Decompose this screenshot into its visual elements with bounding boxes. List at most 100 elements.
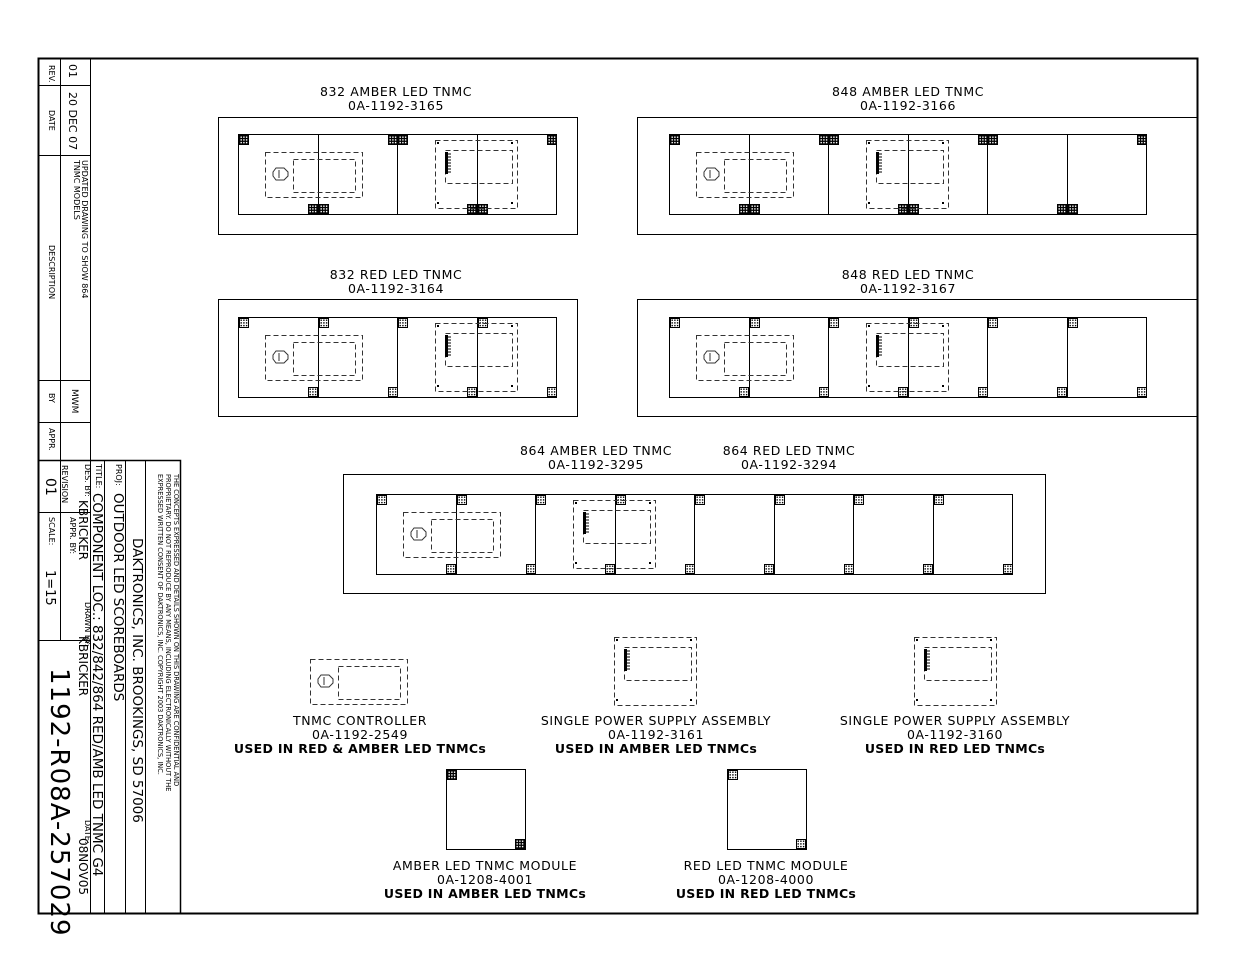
confidential-line-2: PROPRIETARY. DO NOT REPRODUCE BY ANY MEA… [164,474,172,792]
connector-pin [381,501,383,504]
connector-pin [458,496,460,498]
connector-pin [1072,208,1074,210]
connector-pin [989,139,991,141]
connector-pin [527,568,529,570]
connector-pin [915,322,918,324]
connector-pin [404,136,407,138]
connector-pin [540,499,542,501]
assembly-part: 0A-1192-3295 [547,457,645,472]
connector-pin [915,210,918,213]
connector-pin [833,324,835,327]
connector-pin [982,393,984,396]
connector-pin [399,136,401,138]
connector-pin [768,568,770,570]
connector-pin [1074,319,1077,321]
connector-pin [823,388,825,390]
connector-pin [754,322,756,324]
connector-pin [240,141,242,144]
connector-pin [1063,208,1066,210]
connector-pin [468,391,470,393]
connector-pin [611,565,614,567]
connector-pin [904,205,907,207]
connector-pin [540,501,542,504]
connector-icon [764,564,774,574]
connector-pin [676,324,679,327]
connector-pin [542,501,545,504]
connector-pin [402,324,404,327]
amber-module-outline [446,769,526,850]
connector-pin [325,322,328,324]
connector-pin [452,565,455,567]
connector-icon [739,204,749,214]
connector-pin [776,499,778,501]
by-value: MWM [69,389,79,414]
component-name: SINGLE POWER SUPPLY ASSEMBLY [540,713,772,728]
connector-pin [606,565,608,567]
connector-pin [979,388,981,390]
connector-pin [471,388,473,390]
psu-outline [435,323,518,392]
connector-pin [820,393,822,396]
connector-pin [825,139,828,141]
connector-pin [245,141,248,144]
component-name: TNMC CONTROLLER [292,713,428,728]
assembly-name: 832 RED LED TNMC [329,267,463,282]
connector-pin [825,393,828,396]
company: DAKTRONICS, INC. BROOKINGS, SD 57006 [129,538,145,823]
connector-pin [699,499,701,501]
connector-pin [609,570,611,573]
proj-value: OUTDOOR LED SCOREBOARDS [110,493,126,702]
connector-pin [994,322,997,324]
connector-icon [934,495,944,505]
connector-pin [686,565,688,567]
connector-pin [770,565,773,567]
connector-pin [447,568,449,570]
connector-pin [910,324,912,327]
connector-icon [319,204,329,214]
connector-pin [323,210,325,213]
connector-pin [314,210,317,213]
connector-pin [404,324,407,327]
connector-pin [740,208,742,210]
connector-pin [1069,210,1071,213]
controller-outline [696,335,794,381]
psu-corner [437,385,439,387]
connector-pin [671,322,673,324]
connector-pin [1143,393,1146,396]
connector-pin [848,570,850,573]
confidential-line-3: EXPRESSED WRITTEN CONSENT OF DAKTRONICS,… [156,474,164,775]
connector-pin [450,565,452,567]
revision-label: REVISION [60,465,69,504]
connector-icon [1137,135,1147,145]
connector-pin [530,570,532,573]
connector-pin [835,141,838,144]
connector-pin [473,393,476,396]
connector-pin [979,141,981,144]
connector-pin [394,136,397,138]
assembly-part: 0A-1192-3165 [347,98,445,113]
connector-pin [392,139,394,141]
assembly-label-848-amber: 848 AMBER LED TNMC 0A-1192-3166 [808,85,1008,113]
psu-corner [437,325,439,327]
connector-pin [1058,210,1060,213]
connector-pin [314,393,317,396]
connector-pin [484,208,487,210]
connector-pin [671,319,673,321]
connector-icon [319,318,329,328]
connector-pin [309,388,311,390]
connector-pin [938,501,940,504]
connector-icon [695,495,705,505]
connector-pin [833,319,835,321]
psu-corner [942,385,944,387]
connector-pin [389,139,391,141]
controller-board [724,159,787,193]
connector-pin [984,141,987,144]
connector-pin [929,568,932,570]
assembly-frame-864 [343,474,1046,594]
connector-pin [240,319,242,321]
psu-corner [868,325,870,327]
connector-pin [325,319,328,321]
connector-pin [458,499,460,501]
connector-pin [320,205,322,207]
